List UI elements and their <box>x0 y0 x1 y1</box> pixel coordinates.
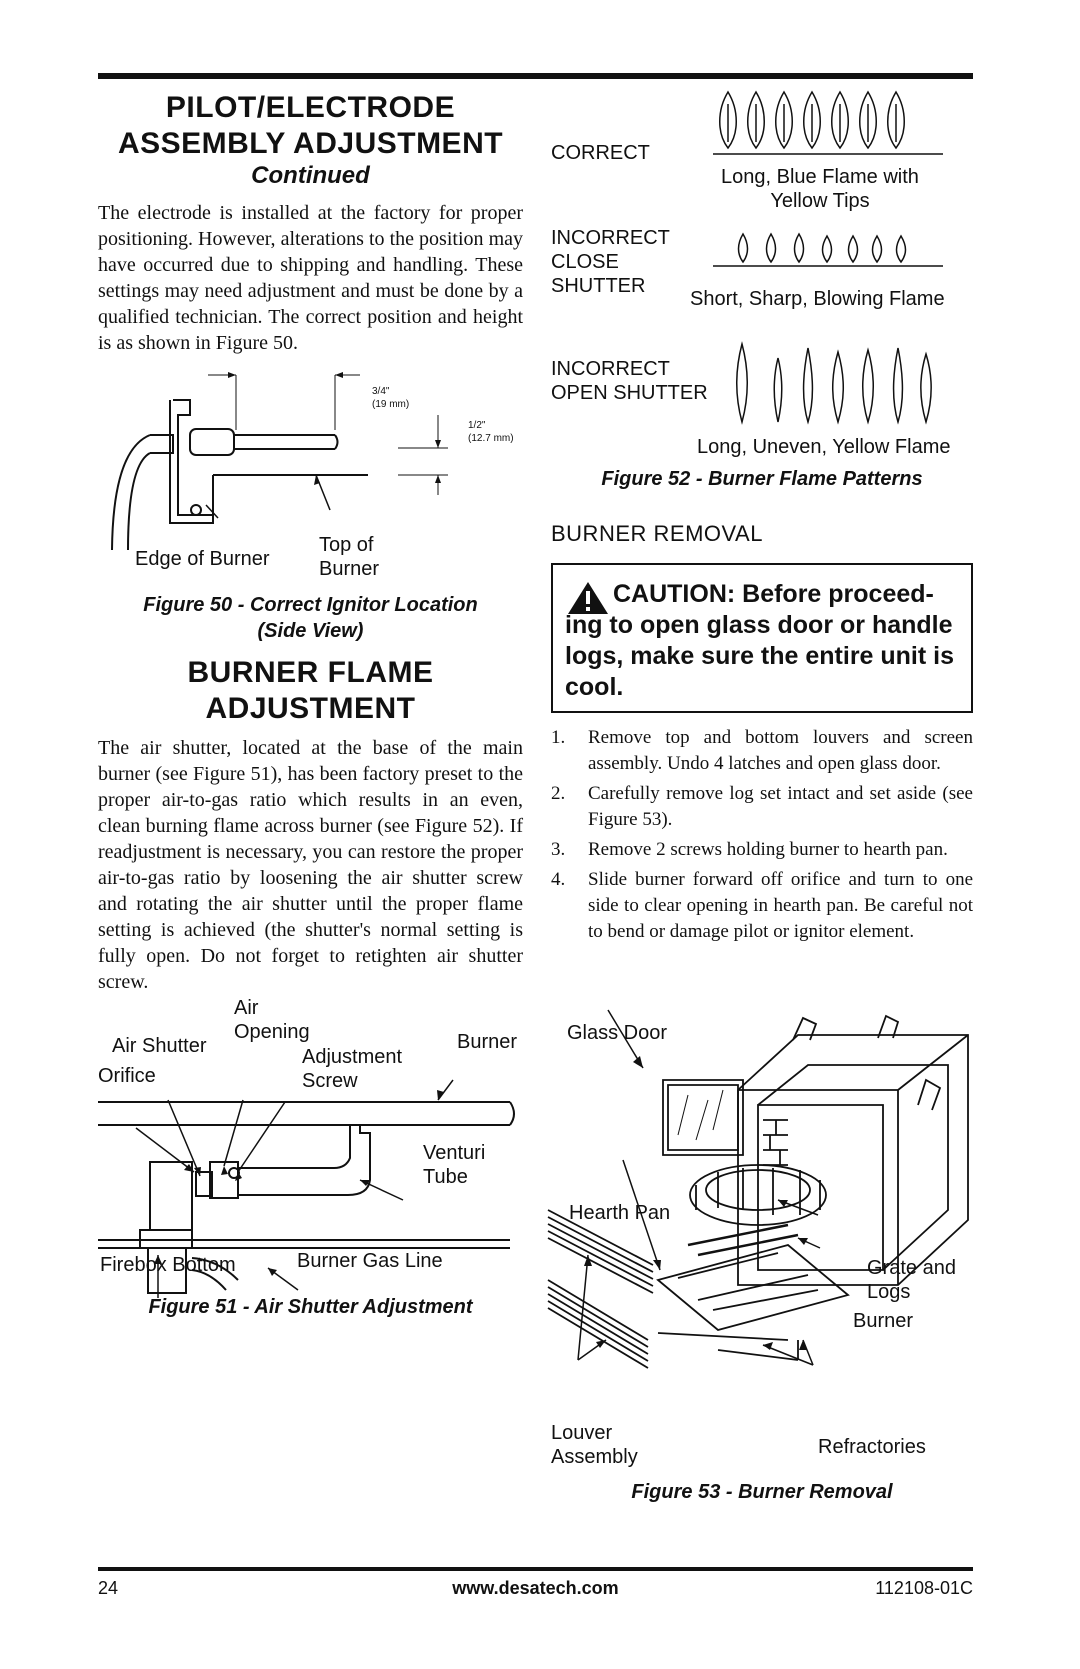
step-number: 1. <box>551 727 566 748</box>
removal-steps: 1. Remove top and bottom louvers and scre… <box>551 725 973 949</box>
figure50-caption: Figure 50 - Correct Ignitor Location (Si… <box>98 592 523 644</box>
figure50-caption-line2: (Side View) <box>257 620 364 642</box>
label-grate-and: Grate and <box>867 1257 956 1279</box>
label-incorrect-close: INCORRECT CLOSE SHUTTER <box>551 226 670 298</box>
incorrect-open-line1: INCORRECT <box>551 358 670 380</box>
document-number: 112108-01C <box>875 1578 973 1598</box>
label-refractories: Refractories <box>818 1436 926 1458</box>
caution-text: CAUTION: Before proceed-ing to open glas… <box>565 580 955 701</box>
footer-url[interactable]: www.desatech.com <box>452 1578 619 1598</box>
dim-12-7mm: (12.7 mm) <box>468 433 514 444</box>
figure51-caption: Figure 51 - Air Shutter Adjustment <box>148 1296 473 1318</box>
correct-desc: Long, Blue Flame with Yellow Tips <box>695 165 945 213</box>
correct-desc-line2: Yellow Tips <box>770 190 870 212</box>
step-item: 3. Remove 2 screws holding burner to hear… <box>551 837 973 863</box>
label-incorrect-open: INCORRECT OPEN SHUTTER <box>551 357 708 405</box>
pilot-paragraph: The electrode is installed at the factor… <box>98 202 523 354</box>
caution-box: CAUTION: Before proceed-ing to open glas… <box>551 563 973 713</box>
label-glass-door: Glass Door <box>567 1022 668 1044</box>
correct-flames-icon <box>713 90 943 155</box>
label-assembly: Assembly <box>551 1446 638 1468</box>
short-flame-desc: Short, Sharp, Blowing Flame <box>690 288 945 310</box>
flame-title-line2: ADJUSTMENT <box>205 692 416 725</box>
label-venturi: Venturi <box>423 1142 486 1164</box>
dim-1-2: 1/2" <box>468 420 486 431</box>
incorrect-close-line2: CLOSE <box>551 251 619 273</box>
step-number: 2. <box>551 783 566 804</box>
label-orifice: Orifice <box>98 1065 156 1087</box>
step-number: 4. <box>551 869 566 890</box>
label-screw: Screw <box>302 1070 358 1092</box>
label-firebox-bottom: Firebox Bottom <box>100 1254 236 1276</box>
pilot-title-line1: PILOT/ELECTRODE <box>165 91 456 124</box>
label-hearth-pan: Hearth Pan <box>569 1202 671 1224</box>
label-top-of: Top of <box>319 534 374 556</box>
flame-paragraph: The air shutter, located at the base of … <box>98 737 523 993</box>
step-item: 1. Remove top and bottom louvers and scre… <box>551 725 973 777</box>
label-adjustment: Adjustment <box>302 1046 403 1068</box>
step-text: Carefully remove log set intact and set … <box>588 783 973 830</box>
burner-removal-heading: BURNER REMOVAL <box>551 521 763 546</box>
step-item: 4. Slide burner forward off orifice and t… <box>551 867 973 945</box>
dim-19mm: (19 mm) <box>372 399 410 410</box>
label-burner-gas-line: Burner Gas Line <box>297 1250 443 1272</box>
label-logs: Logs <box>867 1281 911 1303</box>
short-flames-icon <box>713 232 943 267</box>
pilot-title-line2: ASSEMBLY ADJUSTMENT <box>117 127 504 160</box>
long-flame-desc: Long, Uneven, Yellow Flame <box>697 436 951 458</box>
figure50-diagram <box>111 372 448 551</box>
flame-section: BURNER FLAME ADJUSTMENT The air shutter,… <box>98 655 523 995</box>
label-air-shutter: Air Shutter <box>112 1035 207 1057</box>
label-correct: CORRECT <box>551 142 650 164</box>
figure53-caption: Figure 53 - Burner Removal <box>631 1481 893 1503</box>
dim-3-4: 3/4" <box>372 386 390 397</box>
correct-desc-line1: Long, Blue Flame with <box>721 166 919 188</box>
top-rule <box>98 73 973 79</box>
label-air: Air <box>234 997 259 1019</box>
figure51-diagram <box>98 1079 515 1298</box>
label-burner-53: Burner <box>853 1310 914 1332</box>
step-number: 3. <box>551 839 566 860</box>
label-opening: Opening <box>234 1021 310 1043</box>
step-text: Slide burner forward off orifice and tur… <box>588 869 973 942</box>
step-text: Remove top and bottom louvers and screen… <box>588 727 973 774</box>
incorrect-close-line3: SHUTTER <box>551 275 646 297</box>
label-louver: Louver <box>551 1422 613 1444</box>
step-item: 2. Carefully remove log set intact and se… <box>551 781 973 833</box>
long-flames-icon <box>735 341 933 425</box>
page-number: 24 <box>98 1578 119 1598</box>
label-burner: Burner <box>319 558 380 580</box>
continued-label: Continued <box>251 162 370 189</box>
incorrect-close-line1: INCORRECT <box>551 227 670 249</box>
label-edge-of-burner: Edge of Burner <box>135 548 270 570</box>
bottom-rule <box>98 1567 973 1571</box>
flame-title-line1: BURNER FLAME <box>187 656 434 689</box>
label-burner-51: Burner <box>457 1031 518 1053</box>
figure50-caption-line1: Figure 50 - Correct Ignitor Location <box>143 594 478 616</box>
label-tube: Tube <box>423 1166 468 1188</box>
pilot-section: PILOT/ELECTRODE ASSEMBLY ADJUSTMENT Cont… <box>98 90 523 356</box>
figure53-diagram <box>547 1009 969 1369</box>
incorrect-open-line2: OPEN SHUTTER <box>551 382 708 404</box>
figure52-caption: Figure 52 - Burner Flame Patterns <box>601 468 923 490</box>
warning-triangle-icon <box>568 582 608 614</box>
step-text: Remove 2 screws holding burner to hearth… <box>588 839 948 860</box>
